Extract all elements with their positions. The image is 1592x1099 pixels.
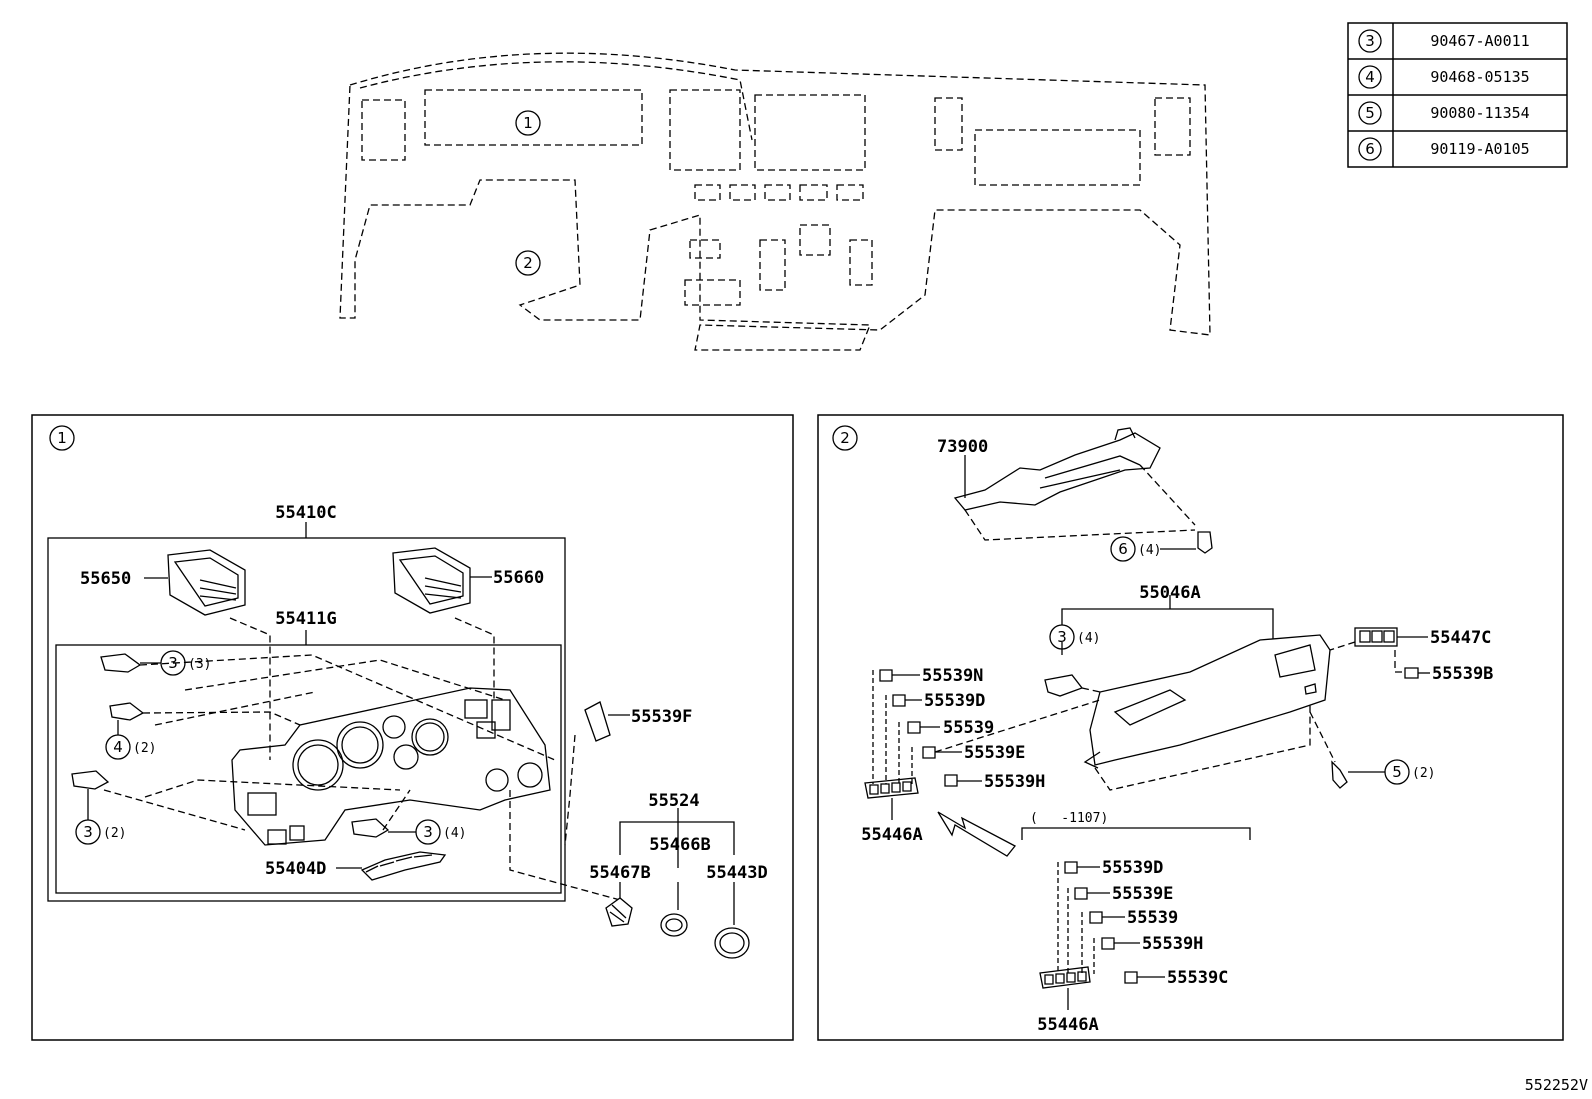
part-label-55411G[interactable]: 55411G (275, 609, 336, 629)
quantity-note: (2) (133, 741, 156, 756)
part-label-55539E[interactable]: 55539E (1112, 884, 1173, 904)
panel-2-labels: 73900 6 (4) 55046A 3 (4) 55447C 55539B 5… (861, 437, 1493, 1035)
callout-3[interactable]: 3 (1057, 628, 1067, 646)
part-label-55539E[interactable]: 55539E (964, 743, 1025, 763)
part-label-55539H[interactable]: 55539H (1142, 934, 1203, 954)
quantity-note: (4) (1077, 631, 1100, 646)
callout-5[interactable]: 5 (1392, 763, 1402, 781)
part-label-55046A[interactable]: 55046A (1139, 583, 1200, 603)
part-label-55524[interactable]: 55524 (648, 791, 699, 811)
quantity-note: (3) (188, 657, 211, 672)
panel-1-drawing (47, 522, 750, 959)
part-label-55539H[interactable]: 55539H (984, 772, 1045, 792)
ref-table-ref: 3 (1365, 32, 1375, 50)
callout-3[interactable]: 3 (423, 823, 433, 841)
part-label-55539B[interactable]: 55539B (1432, 664, 1493, 684)
panel-1-frame: 1 (31, 414, 794, 1041)
part-label-55539D[interactable]: 55539D (1102, 858, 1163, 878)
part-label-55539D[interactable]: 55539D (924, 691, 985, 711)
part-label-55539F[interactable]: 55539F (631, 707, 692, 727)
quantity-note: (4) (443, 826, 466, 841)
dashboard-overview (339, 52, 1211, 351)
fastener-reference-table: 3 4 5 6 90467-A0011 90468-05135 90080-11… (1347, 22, 1568, 168)
part-label-55660[interactable]: 55660 (493, 568, 544, 588)
part-label-55446A[interactable]: 55446A (1037, 1015, 1098, 1035)
quantity-note: (4) (1138, 543, 1161, 558)
panel-2-drawing (864, 427, 1430, 1010)
callout-4[interactable]: 4 (113, 738, 123, 756)
part-label-55466B[interactable]: 55466B (649, 835, 710, 855)
date-range-note: ( -1107) (1030, 811, 1108, 826)
part-label-55539[interactable]: 55539 (943, 718, 994, 738)
ref-table-part-number[interactable]: 90080-11354 (1430, 104, 1529, 122)
panel-2-number: 2 (840, 429, 850, 447)
callout-3[interactable]: 3 (168, 654, 178, 672)
part-label-55539C[interactable]: 55539C (1167, 968, 1228, 988)
quantity-note: (2) (103, 826, 126, 841)
ref-table-ref: 4 (1365, 68, 1375, 86)
diagram-code: 552252V (1525, 1076, 1588, 1094)
callout-3[interactable]: 3 (83, 823, 93, 841)
part-label-55446A[interactable]: 55446A (861, 825, 922, 845)
overview-callout-2[interactable]: 2 (523, 254, 533, 272)
overview-callout-1[interactable]: 1 (523, 114, 533, 132)
callout-6[interactable]: 6 (1118, 540, 1128, 558)
ref-table-part-number[interactable]: 90467-A0011 (1430, 32, 1529, 50)
part-label-55650[interactable]: 55650 (80, 569, 131, 589)
part-label-55443D[interactable]: 55443D (706, 863, 767, 883)
part-label-73900[interactable]: 73900 (937, 437, 988, 457)
part-label-55404D[interactable]: 55404D (265, 859, 326, 879)
ref-table-part-number[interactable]: 90119-A0105 (1430, 140, 1529, 158)
ref-table-ref: 6 (1365, 140, 1375, 158)
part-label-55410C[interactable]: 55410C (275, 503, 336, 523)
part-label-55447C[interactable]: 55447C (1430, 628, 1491, 648)
part-label-55467B[interactable]: 55467B (589, 863, 650, 883)
ref-table-part-number[interactable]: 90468-05135 (1430, 68, 1529, 86)
ref-table-ref: 5 (1365, 104, 1375, 122)
part-label-55539N[interactable]: 55539N (922, 666, 983, 686)
panel-1-number: 1 (57, 429, 67, 447)
part-label-55539[interactable]: 55539 (1127, 908, 1178, 928)
panel-1-labels: 55410C 55650 55660 55411G 55539F 55524 5… (80, 503, 768, 883)
panel-2-frame: 2 (817, 414, 1564, 1041)
quantity-note: (2) (1412, 766, 1435, 781)
